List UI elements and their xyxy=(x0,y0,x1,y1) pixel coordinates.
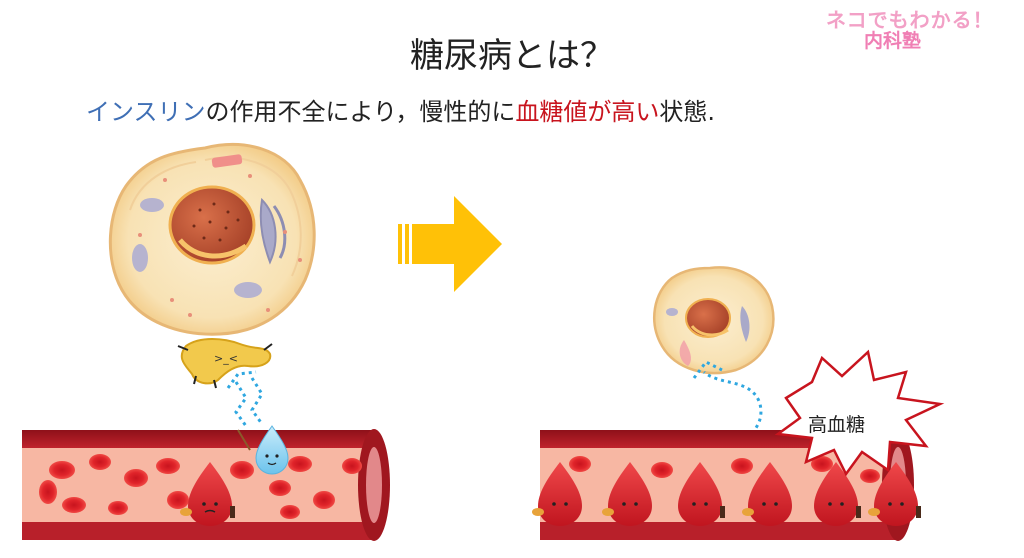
logo-line1: ネコでもわかる！ xyxy=(826,8,994,32)
pancreas-icon: >_< xyxy=(177,338,273,389)
subtitle-end: 状態. xyxy=(659,98,716,126)
right-cell xyxy=(653,266,775,375)
transition-arrow-icon xyxy=(398,196,502,292)
logo: ネコでもわかる！ 内科塾 xyxy=(826,4,993,52)
high-glucose-burst xyxy=(774,349,945,477)
burger-icon xyxy=(180,508,192,516)
left-blood-vessel xyxy=(22,425,390,541)
subtitle-middle: の作用不全により，慢性的に xyxy=(205,98,516,126)
page-title: 糖尿病とは？ xyxy=(410,36,614,76)
key-icon xyxy=(237,429,251,451)
golgi-icon xyxy=(259,197,277,265)
mitochondria-icon xyxy=(140,198,164,212)
burst-label: 高血糖 xyxy=(808,414,866,436)
subtitle: インスリンの作用不全により，慢性的に血糖値が高い状態. xyxy=(86,92,715,127)
glucose-drop-character xyxy=(180,462,235,526)
svg-text:>_<: >_< xyxy=(214,352,238,365)
subtitle-insulin: インスリン xyxy=(86,98,206,126)
right-nucleus-icon xyxy=(685,298,731,338)
blocked-dotted-arrow xyxy=(692,360,763,460)
red-blood-cells xyxy=(39,454,362,519)
nucleus-icon xyxy=(168,185,256,265)
glucose-drop-crowd xyxy=(532,462,921,526)
subtitle-high-glucose: 血糖値が高い xyxy=(515,98,660,126)
insulin-dotted-arrow xyxy=(226,370,264,427)
left-cell xyxy=(108,143,316,336)
logo-line2: 内科塾 xyxy=(864,30,922,52)
cola-icon xyxy=(230,506,235,518)
insulin-drop-character xyxy=(255,425,289,475)
